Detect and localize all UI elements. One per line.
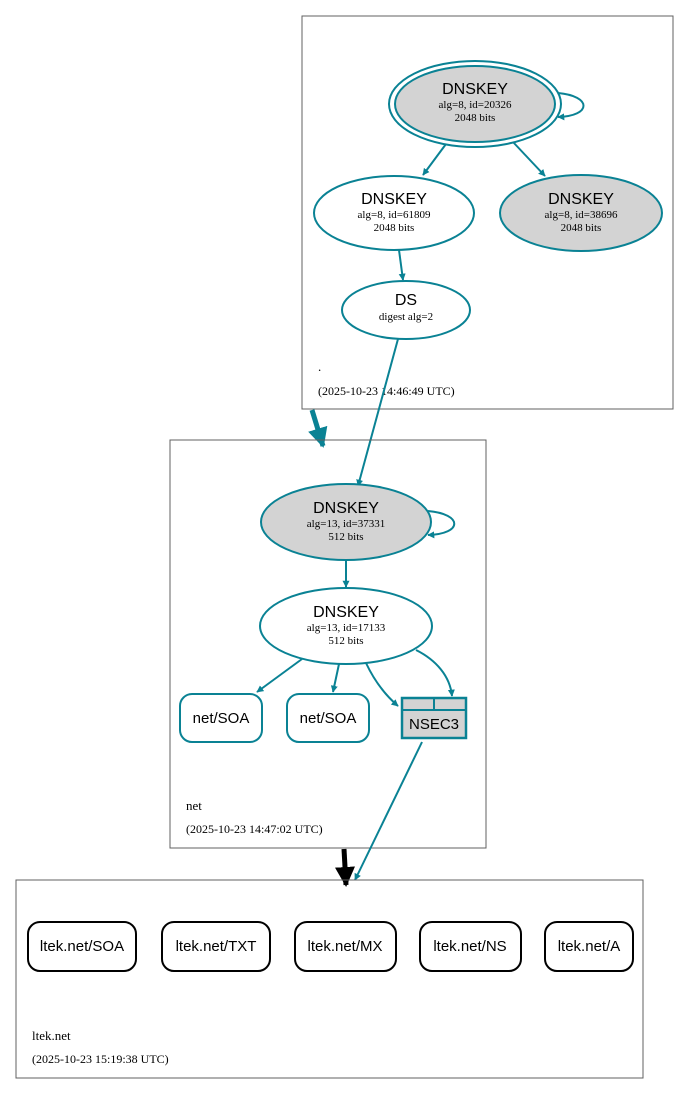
edge-ksk-to-other — [512, 141, 546, 177]
dnskey-node-37331[interactable]: DNSKEY alg=13, id=37331 512 bits — [260, 483, 432, 561]
dnskey-title: DNSKEY — [548, 191, 614, 208]
edge-ds-to-net-ksk — [356, 338, 399, 487]
zone-ltek-timestamp: (2025-10-23 15:19:38 UTC) — [32, 1052, 169, 1066]
dnskey-alg-id: alg=8, id=38696 — [545, 209, 618, 221]
nsec3-node[interactable]: NSEC3 — [400, 696, 468, 740]
rrset-label: net/SOA — [193, 710, 250, 727]
edge-zsk-to-nsec3-b — [415, 649, 455, 697]
zone-ltek-net: ltek.net/SOA ltek.net/TXT ltek.net/MX lt… — [15, 879, 644, 1079]
ds-node-net[interactable]: DS digest alg=2 — [341, 280, 471, 340]
rrset-net-soa-2[interactable]: net/SOA — [286, 693, 370, 743]
dnskey-title: DNSKEY — [442, 81, 508, 98]
ds-title: DS — [395, 292, 417, 309]
edge-ksk-to-zsk — [422, 143, 447, 176]
rrset-label: ltek.net/TXT — [176, 938, 257, 955]
rrset-ltek-soa[interactable]: ltek.net/SOA — [27, 921, 137, 972]
dnskey-node-61809[interactable]: DNSKEY alg=8, id=61809 2048 bits — [313, 175, 475, 251]
zone-net: DNSKEY alg=13, id=37331 512 bits DNSKEY … — [169, 439, 487, 849]
dnskey-title: DNSKEY — [313, 604, 379, 621]
dnskey-bits: 512 bits — [328, 531, 363, 543]
self-sign-edge — [557, 92, 585, 121]
zone-root-border — [301, 15, 674, 410]
dnskey-title: DNSKEY — [313, 500, 379, 517]
dnskey-node-38696[interactable]: DNSKEY alg=8, id=38696 2048 bits — [499, 174, 663, 252]
dnskey-alg-id: alg=8, id=20326 — [439, 99, 512, 111]
rrset-ltek-mx[interactable]: ltek.net/MX — [294, 921, 397, 972]
zone-ltek-border — [15, 879, 644, 1079]
edge-zsk-to-ds — [398, 249, 406, 281]
rrset-label: ltek.net/A — [558, 938, 621, 955]
rrset-label: ltek.net/SOA — [40, 938, 124, 955]
dnskey-node-20326[interactable]: DNSKEY alg=8, id=20326 2048 bits — [388, 60, 562, 148]
dnskey-alg-id: alg=13, id=17133 — [307, 622, 386, 634]
delegation-root-to-net — [308, 409, 328, 448]
rrset-net-soa-1[interactable]: net/SOA — [179, 693, 263, 743]
rrset-label: ltek.net/MX — [307, 938, 382, 955]
zone-net-timestamp: (2025-10-23 14:47:02 UTC) — [186, 822, 323, 836]
edge-zsk-to-soa-1 — [256, 658, 303, 693]
rrset-ltek-a[interactable]: ltek.net/A — [544, 921, 634, 972]
delegation-net-to-ltek — [335, 848, 355, 887]
dnskey-bits: 2048 bits — [455, 112, 496, 124]
dnskey-node-17133[interactable]: DNSKEY alg=13, id=17133 512 bits — [259, 587, 433, 665]
dnskey-alg-id: alg=8, id=61809 — [358, 209, 431, 221]
zone-root-timestamp: (2025-10-23 14:46:49 UTC) — [318, 384, 455, 398]
rrset-label: net/SOA — [300, 710, 357, 727]
edge-zsk-to-nsec3-a — [365, 662, 399, 707]
dnskey-title: DNSKEY — [361, 191, 427, 208]
dnskey-alg-id: alg=13, id=37331 — [307, 518, 385, 530]
zone-root: DNSKEY alg=8, id=20326 2048 bits DNSKEY … — [301, 15, 674, 410]
zone-root-name: . — [318, 359, 321, 374]
dnskey-bits: 2048 bits — [374, 222, 415, 234]
ds-digest-alg: digest alg=2 — [379, 311, 433, 323]
zone-ltek-name: ltek.net — [32, 1028, 71, 1043]
edge-nsec3-to-ltek — [354, 741, 423, 881]
rrset-label: ltek.net/NS — [433, 938, 506, 955]
rrset-ltek-txt[interactable]: ltek.net/TXT — [161, 921, 271, 972]
rrset-ltek-ns[interactable]: ltek.net/NS — [419, 921, 522, 972]
zone-net-name: net — [186, 798, 202, 813]
dnskey-bits: 2048 bits — [561, 222, 602, 234]
dnskey-bits: 512 bits — [328, 635, 363, 647]
zone-net-border — [169, 439, 487, 849]
self-sign-edge — [427, 510, 456, 539]
nsec3-label: NSEC3 — [409, 716, 459, 733]
edge-zsk-to-soa-2 — [330, 663, 340, 693]
